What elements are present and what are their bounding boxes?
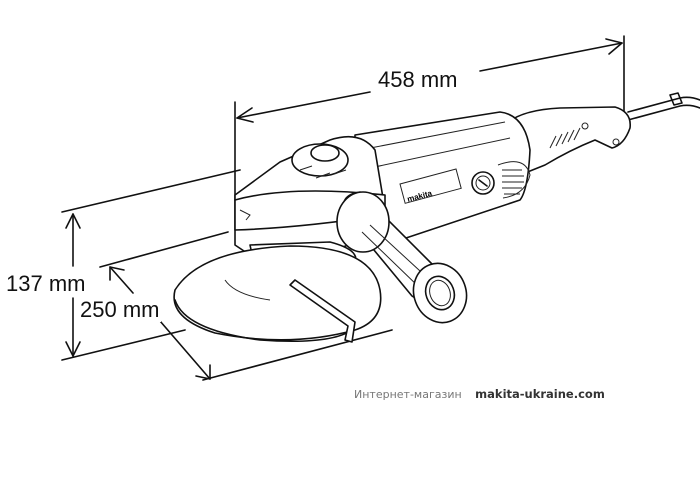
shop-label: Интернет-магазин [354,388,462,401]
disc-diameter-label: 250 mm [78,297,162,322]
height-dimension-label: 137 mm [4,271,88,296]
length-dimension-lines [234,35,625,201]
height-dimension-lines [61,169,241,361]
footer-caption: Интернет-магазин makita-ukraine.com [354,387,605,401]
grinding-disc [173,245,382,343]
disc-dimension-lines [99,231,393,381]
site-link[interactable]: makita-ukraine.com [475,387,605,401]
motor-housing: makita [354,111,531,241]
length-dimension-label: 458 mm [376,67,460,92]
power-cord [627,92,700,121]
side-handle [336,191,468,324]
